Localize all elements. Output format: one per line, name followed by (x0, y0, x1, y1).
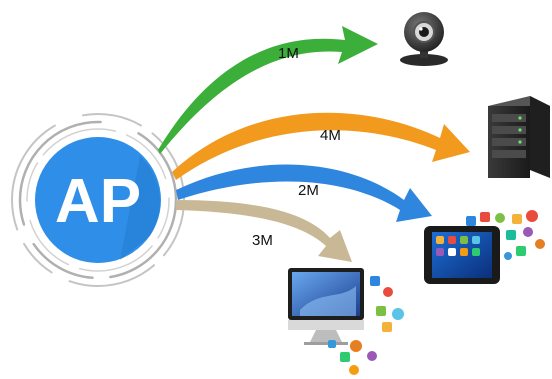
app-icons-cluster-tablet (466, 210, 545, 260)
rate-label-webcam: 1M (278, 45, 299, 62)
rate-label-tablet: 2M (298, 182, 319, 199)
hub-shadow (120, 156, 160, 260)
desktop-icon (288, 268, 364, 345)
arrow-server (172, 112, 470, 180)
webcam-icon (400, 12, 448, 66)
tablet-icon (424, 226, 500, 284)
arrow-desktop (176, 200, 352, 262)
app-icons-cluster-desktop (328, 276, 404, 375)
arrow-webcam (158, 26, 378, 154)
hub-label: AP (55, 167, 141, 236)
access-point-hub: AP (11, 113, 185, 287)
inner-ring (26, 128, 170, 272)
link-arrows (158, 26, 470, 262)
hub-circle (35, 137, 161, 263)
rate-label-desktop: 3M (252, 232, 273, 249)
server-icon (488, 96, 550, 178)
rate-labels: 1M 4M 2M 3M (252, 45, 341, 249)
outer-ring (11, 113, 185, 287)
rate-label-server: 4M (320, 127, 341, 144)
arrow-tablet (176, 164, 432, 222)
